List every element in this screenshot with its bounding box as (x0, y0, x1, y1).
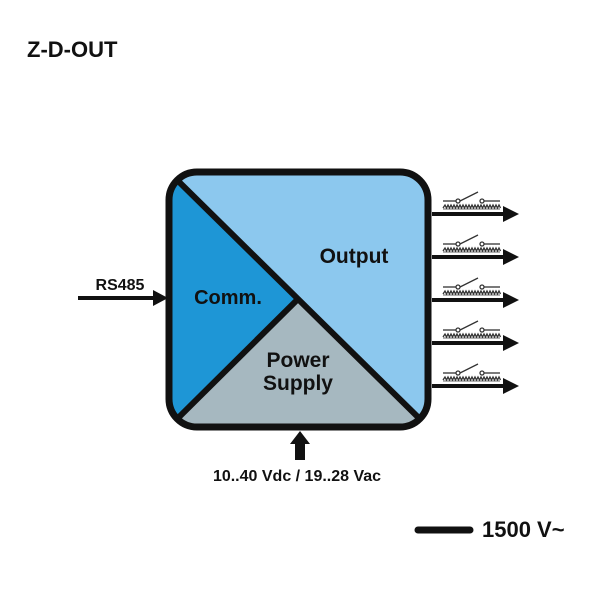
relay-output-channel (432, 363, 519, 394)
power-label-line1: Power (266, 349, 329, 372)
relay-coil (442, 332, 502, 339)
power-arrow-stem (295, 443, 305, 460)
power-label-line2: Supply (263, 372, 333, 395)
relay-contact-right (479, 241, 485, 247)
isolation-label: 1500 V~ (482, 517, 565, 542)
relay-output-channel (432, 277, 519, 308)
rs485-label: RS485 (96, 277, 145, 294)
relay-contact-right (479, 284, 485, 290)
output-arrow-head (503, 249, 519, 265)
relay-contact-left (455, 370, 461, 376)
relay-switch-blade (459, 363, 479, 374)
power-arrow-head (290, 431, 310, 444)
output-label: Output (320, 245, 389, 268)
output-arrow-head (503, 292, 519, 308)
rs485-input: RS485 (78, 277, 168, 306)
relay-switch-blade (459, 234, 479, 245)
comm-section (169, 172, 298, 427)
relay-switch-blade (459, 320, 479, 331)
module-outline (165, 168, 432, 431)
relay-outputs (432, 191, 519, 394)
relay-output-channel (432, 320, 519, 351)
relay-contact-right (479, 198, 485, 204)
relay-contact-left (455, 241, 461, 247)
comm-label: Comm. (194, 287, 262, 309)
relay-contact-right (479, 370, 485, 376)
divider-line-lower (169, 296, 301, 427)
relay-contact-icon (442, 234, 502, 253)
output-arrow-head (503, 335, 519, 351)
relay-contact-right (479, 327, 485, 333)
relay-switch-blade (459, 191, 479, 202)
relay-contact-left (455, 284, 461, 290)
relay-contact-left (455, 198, 461, 204)
relay-contact-icon (442, 363, 502, 382)
relay-coil (442, 246, 502, 253)
output-arrow-head (503, 206, 519, 222)
rs485-arrow-head (153, 290, 168, 306)
relay-output-channel (432, 234, 519, 265)
diagram-title: Z-D-OUT (27, 37, 118, 62)
relay-contact-icon (442, 277, 502, 296)
relay-coil (442, 375, 502, 382)
power-input: 10..40 Vdc / 19..28 Vac (213, 431, 381, 485)
relay-contact-icon (442, 320, 502, 339)
output-arrow-head (503, 378, 519, 394)
isolation-legend: 1500 V~ (414, 517, 565, 542)
divider-line-main (169, 172, 428, 427)
relay-output-channel (432, 191, 519, 222)
module-block (169, 172, 428, 427)
relay-coil (442, 203, 502, 210)
relay-contact-icon (442, 191, 502, 210)
relay-coil (442, 289, 502, 296)
relay-contact-left (455, 327, 461, 333)
relay-switch-blade (459, 277, 479, 288)
power-input-label: 10..40 Vdc / 19..28 Vac (213, 468, 381, 485)
power-supply-section (169, 299, 428, 427)
